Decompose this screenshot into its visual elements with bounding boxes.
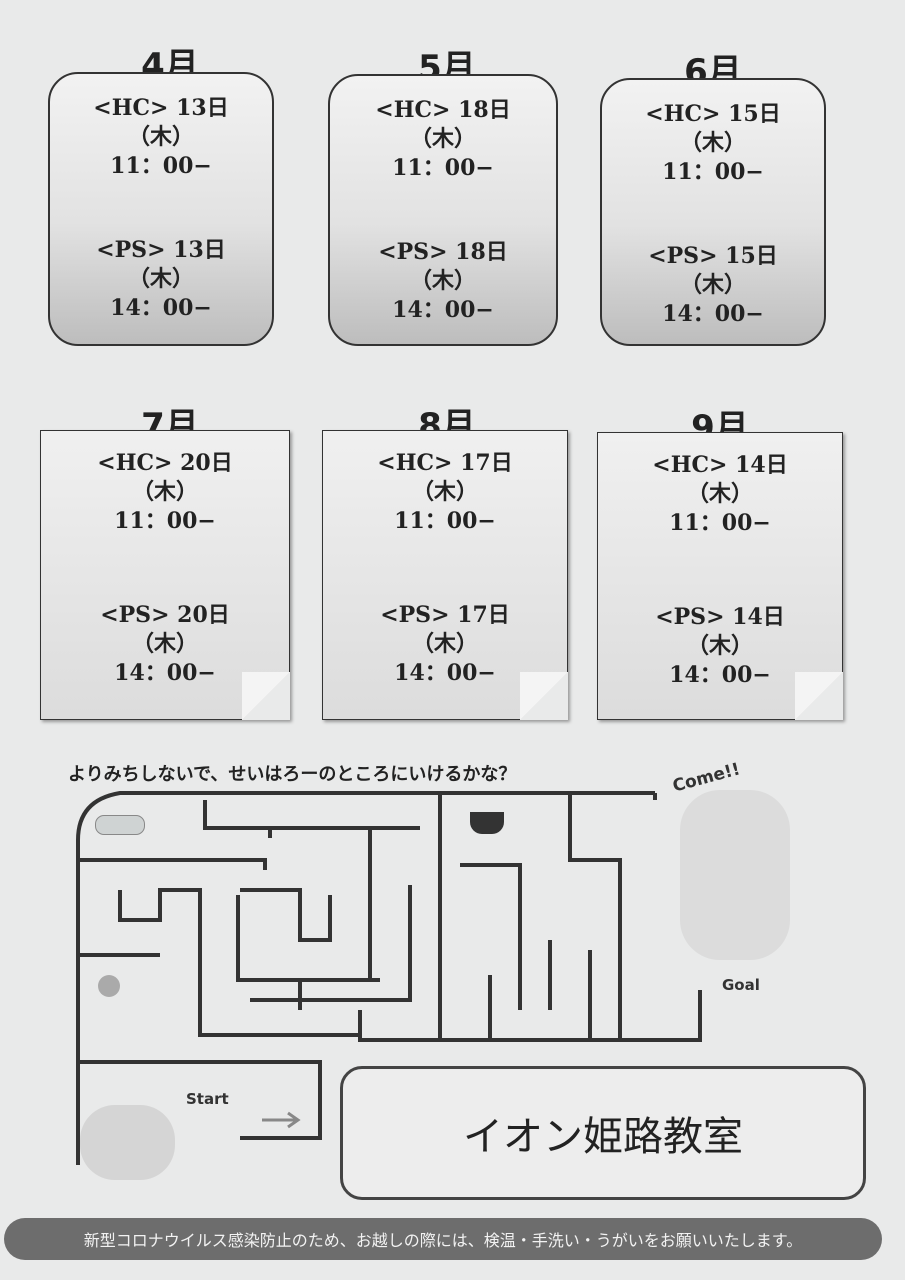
bone-icon [95,815,145,835]
hc-day: <HC> 17日 [377,450,513,476]
hc-day: <HC> 15日 [645,101,781,127]
schedule-card: <HC> 18日 （木） 11：00− <PS> 18日 （木） 14：00− [328,74,558,346]
ps-day: <PS> 20日 [100,602,230,628]
ps-day: <PS> 15日 [648,243,778,269]
dog-bowl-icon [470,812,504,834]
hc-day: <HC> 13日 [93,95,229,121]
hc-day: <HC> 14日 [652,452,788,478]
hc-time: 11：00− [392,155,494,181]
hc-weekday: （木） [127,124,194,150]
ps-time: 14：00− [394,660,496,686]
schedule-card: <HC> 14日 （木） 11：00− <PS> 14日 （木） 14：00− [597,432,843,720]
ps-time: 14：00− [392,297,494,323]
hc-time: 11：00− [114,508,216,534]
notice-banner: 新型コロナウイルス感染防止のため、お越しの際には、検温・手洗い・うがいをお願いい… [4,1218,882,1260]
ps-weekday: （木） [679,272,746,298]
ps-weekday: （木） [409,268,476,294]
hc-day: <HC> 20日 [97,450,233,476]
hc-weekday: （木） [411,479,478,505]
ps-weekday: （木） [686,633,753,659]
ps-day: <PS> 18日 [378,239,508,265]
start-label: Start [186,1090,229,1108]
ps-time: 14：00− [669,662,771,688]
ps-day: <PS> 17日 [380,602,510,628]
hc-weekday: （木） [409,126,476,152]
schedule-card: <HC> 20日 （木） 11：00− <PS> 20日 （木） 14：00− [40,430,290,720]
folded-corner [795,672,843,720]
hc-time: 11：00− [394,508,496,534]
ps-time: 14：00− [114,660,216,686]
ps-time: 14：00− [662,301,764,327]
hc-time: 11：00− [662,159,764,185]
hc-weekday: （木） [131,479,198,505]
folded-corner [520,672,568,720]
hc-day: <HC> 18日 [375,97,511,123]
goal-label: Goal [722,976,760,994]
hc-time: 11：00− [669,510,771,536]
ps-weekday: （木） [411,631,478,657]
schedule-card: <HC> 13日 （木） 11：00− <PS> 13日 （木） 14：00− [48,72,274,346]
schedule-card: <HC> 17日 （木） 11：00− <PS> 17日 （木） 14：00− [322,430,568,720]
ps-weekday: （木） [131,631,198,657]
ps-time: 14：00− [110,295,212,321]
maze-title: よりみちしないで、せいはろーのところにいけるかな？ [68,764,517,785]
ps-weekday: （木） [127,266,194,292]
folded-corner [242,672,290,720]
dog-illustration [80,1105,175,1180]
ps-day: <PS> 14日 [655,604,785,630]
ball-icon [98,975,120,997]
bear-mascot-illustration [680,790,790,960]
ps-day: <PS> 13日 [96,237,226,263]
schedule-card: <HC> 15日 （木） 11：00− <PS> 15日 （木） 14：00− [600,78,826,346]
hc-weekday: （木） [679,130,746,156]
hc-time: 11：00− [110,153,212,179]
school-name: イオン姫路教室 [340,1066,866,1200]
hc-weekday: （木） [686,481,753,507]
